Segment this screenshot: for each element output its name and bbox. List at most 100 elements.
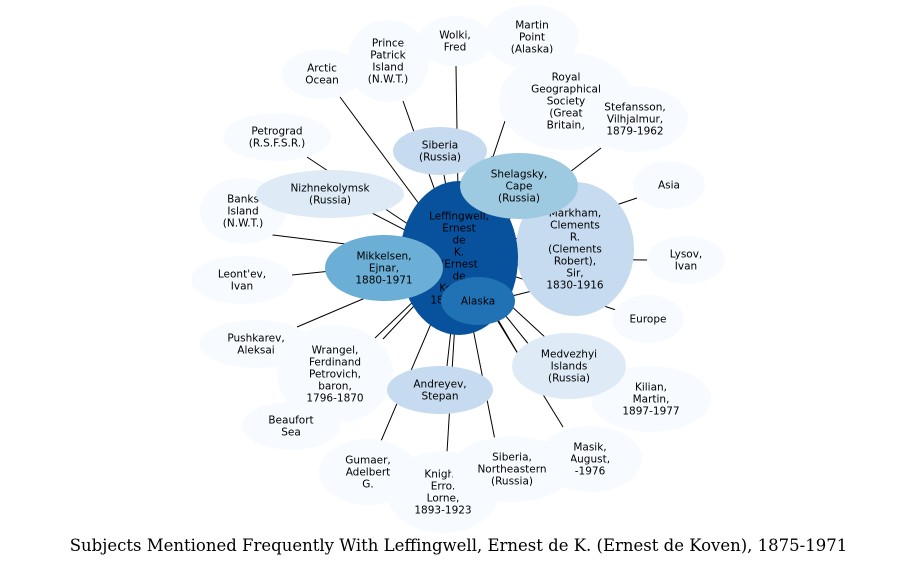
node-label-masik: Masik,August,-1976	[570, 442, 610, 478]
node-label-line: 1830-1916	[546, 280, 604, 292]
node-shape-nizhnekolymsk	[256, 170, 404, 218]
node-asia[interactable]: Asia	[633, 161, 705, 209]
node-label-line: Geographical	[531, 84, 601, 96]
node-label-line: R.	[570, 232, 580, 244]
node-label-line: 1897-1977	[622, 406, 679, 418]
node-label-line: Island	[227, 206, 258, 218]
node-label-line: Britain)	[547, 120, 586, 132]
node-petrograd[interactable]: Petrograd(R.S.F.S.R.)	[223, 113, 331, 161]
node-label-kilian: Kilian,Martin,1897-1977	[622, 382, 679, 418]
node-shape-stefansson	[582, 86, 688, 152]
edge-alaska-medvezhyi	[496, 317, 518, 353]
node-label-line: August,	[570, 454, 610, 466]
node-shelagsky[interactable]: Shelagsky,Cape(Russia)	[460, 153, 578, 219]
node-label-line: (Russia)	[309, 195, 351, 207]
node-label-line: 1880-1971	[355, 275, 412, 287]
node-europe[interactable]: Europe	[612, 295, 684, 343]
node-label-line: Robert),	[554, 256, 596, 268]
node-label-line: (Ernest	[440, 259, 478, 271]
node-shape-markham	[516, 182, 634, 316]
node-shape-prince-patrick	[347, 20, 429, 102]
node-nizhnekolymsk[interactable]: Nizhnekolymsk(Russia)	[256, 170, 404, 218]
node-shape-shelagsky	[460, 153, 578, 219]
node-label-line: 1893-1923	[414, 505, 471, 517]
node-leontev[interactable]: Leont'ev,Ivan	[191, 256, 293, 304]
node-label-line: Mikkelsen,	[356, 251, 411, 263]
node-label-line: Ernest	[442, 223, 475, 235]
node-label-stefansson: Stefansson,Vilhjalmur,1879-1962	[604, 102, 665, 138]
node-kilian[interactable]: Kilian,Martin,1897-1977	[591, 366, 711, 432]
node-label-line: -1976	[575, 466, 606, 478]
node-shape-medvezhyi	[512, 333, 626, 399]
node-label-line: Prince	[372, 38, 404, 50]
node-label-line: Wolki,	[439, 30, 470, 42]
node-label-line: Sir,	[566, 268, 583, 280]
node-lysov[interactable]: Lysov,Ivan	[647, 236, 725, 284]
node-siberia-ne[interactable]: Siberia,Northeastern(Russia)	[451, 436, 573, 502]
node-wolki[interactable]: Wolki,Fred	[418, 16, 492, 66]
diagram-title: Subjects Mentioned Frequently With Leffi…	[69, 536, 848, 555]
node-label-line: Leffingwell,	[429, 211, 489, 223]
node-label-line: (Alaska)	[511, 44, 554, 56]
node-stefansson[interactable]: Stefansson,Vilhjalmur,1879-1962	[582, 86, 688, 152]
node-label-line: de	[452, 235, 465, 247]
node-label-line: Island	[372, 62, 403, 74]
node-label-line: Leont'ev,	[218, 269, 266, 281]
node-label-line: Northeastern	[477, 464, 546, 476]
node-shape-arctic-ocean	[282, 49, 362, 99]
node-shape-andreyev	[387, 366, 493, 414]
node-label-line: G.	[362, 479, 373, 491]
node-label-line: Islands	[551, 361, 588, 373]
node-label-line: (R.S.F.S.R.)	[249, 138, 305, 150]
node-label-line: Nizhnekolymsk	[290, 183, 370, 195]
node-label-line: Arctic	[307, 63, 337, 75]
node-label-nizhnekolymsk: Nizhnekolymsk(Russia)	[290, 183, 370, 207]
node-label-line: (Russia)	[491, 476, 533, 488]
node-label-andreyev: Andreyev,Stepan	[413, 379, 466, 403]
node-label-line: Alaska	[461, 296, 495, 308]
node-label-line: Asia	[658, 180, 680, 192]
node-shape-europe	[612, 295, 684, 343]
node-label-line: Europe	[630, 314, 667, 326]
node-label-line: (N.W.T.)	[368, 74, 408, 86]
node-shape-kilian	[591, 366, 711, 432]
node-label-line: Aleksai	[237, 345, 274, 357]
node-label-line: Petrovich,	[309, 369, 361, 381]
node-label-line: Masik,	[573, 442, 606, 454]
node-label-asia: Asia	[658, 180, 680, 192]
node-label-line: Petrograd	[251, 126, 302, 138]
node-label-line: Cape	[506, 181, 533, 193]
node-label-line: Fred	[444, 42, 467, 54]
node-alaska[interactable]: Alaska	[441, 277, 515, 325]
node-mikkelsen[interactable]: Mikkelsen,Ejnar,1880-1971	[325, 235, 443, 301]
node-label-line: Sea	[281, 427, 301, 439]
node-label-line: Martin,	[633, 394, 670, 406]
node-label-pushkarev: Pushkarev,Aleksai	[227, 333, 284, 357]
node-label-line: Point	[519, 32, 545, 44]
node-label-line: Banks	[227, 194, 259, 206]
node-shape-petrograd	[223, 113, 331, 161]
node-label-shelagsky: Shelagsky,Cape(Russia)	[491, 169, 548, 205]
node-label-leontev: Leont'ev,Ivan	[218, 269, 266, 293]
node-label-line: (Clements	[548, 244, 602, 256]
node-shape-leontev	[191, 256, 293, 304]
node-siberia[interactable]: Siberia(Russia)	[393, 127, 487, 175]
node-label-line: Ferdinand	[309, 357, 361, 369]
node-label-line: (Russia)	[548, 373, 590, 385]
node-andreyev[interactable]: Andreyev,Stepan	[387, 366, 493, 414]
node-label-line: (Russia)	[419, 152, 461, 164]
node-label-alaska: Alaska	[461, 296, 495, 308]
